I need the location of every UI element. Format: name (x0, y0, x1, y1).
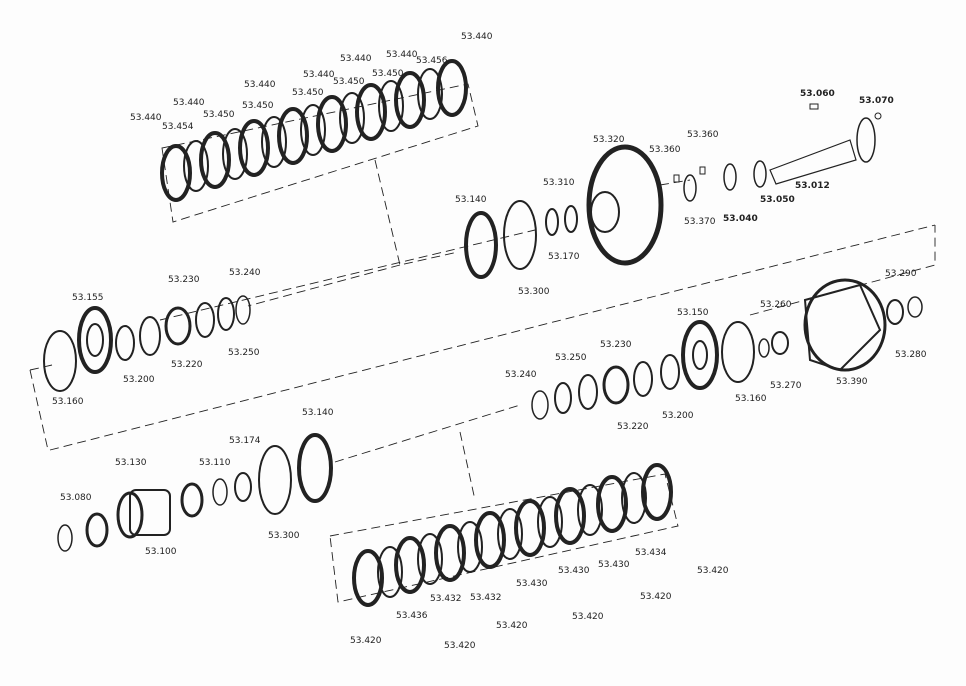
label-53-230-b: 53.230 (600, 340, 632, 350)
label-53-450-c: 53.450 (292, 88, 324, 98)
label-53-155: 53.155 (72, 293, 104, 303)
label-53-160-a: 53.160 (52, 397, 84, 407)
label-53-220-a: 53.220 (171, 360, 203, 370)
label-53-310: 53.310 (543, 178, 575, 188)
label-53-060: 53.060 (800, 89, 835, 99)
label-53-260: 53.260 (760, 300, 792, 310)
label-53-430-b: 53.430 (558, 566, 590, 576)
label-53-140-a: 53.140 (455, 195, 487, 205)
label-53-436: 53.436 (396, 611, 428, 621)
label-53-432-b: 53.432 (470, 593, 502, 603)
label-53-456: 53.456 (416, 56, 448, 66)
label-53-440-d: 53.440 (303, 70, 335, 80)
label-53-100: 53.100 (145, 547, 177, 557)
left-middle-group (43, 295, 251, 392)
label-53-320: 53.320 (593, 135, 625, 145)
label-53-250-a: 53.250 (228, 348, 260, 358)
bottom-clutch-pack (352, 463, 673, 607)
part-labels: 53.440 53.440 53.440 53.440 53.440 53.44… (52, 32, 927, 651)
label-53-160-b: 53.160 (735, 394, 767, 404)
label-53-420-d: 53.420 (572, 612, 604, 622)
label-53-270: 53.270 (770, 381, 802, 391)
label-53-454: 53.454 (162, 122, 194, 132)
label-53-420-f: 53.420 (697, 566, 729, 576)
label-53-420-a: 53.420 (350, 636, 382, 646)
label-53-450-b: 53.450 (242, 101, 274, 111)
label-53-240-a: 53.240 (229, 268, 261, 278)
label-53-420-c: 53.420 (496, 621, 528, 631)
label-53-150: 53.150 (677, 308, 709, 318)
label-53-440-a: 53.440 (130, 113, 162, 123)
label-53-170: 53.170 (548, 252, 580, 262)
label-53-430-a: 53.430 (516, 579, 548, 589)
label-53-370: 53.370 (684, 217, 716, 227)
label-53-240-b: 53.240 (505, 370, 537, 380)
label-53-280: 53.280 (895, 350, 927, 360)
label-53-434: 53.434 (635, 548, 667, 558)
label-53-012: 53.012 (795, 181, 830, 191)
label-53-300-b: 53.300 (268, 531, 300, 541)
label-53-200-a: 53.200 (123, 375, 155, 385)
label-53-440-g: 53.440 (461, 32, 493, 42)
label-53-200-b: 53.200 (662, 411, 694, 421)
label-53-140-b: 53.140 (302, 408, 334, 418)
label-53-432-a: 53.432 (430, 594, 462, 604)
label-53-450-e: 53.450 (372, 69, 404, 79)
lower-left-group (57, 433, 333, 552)
label-53-360-a: 53.360 (649, 145, 681, 155)
label-53-390: 53.390 (836, 377, 868, 387)
right-middle-group (531, 278, 923, 420)
label-53-300-a: 53.300 (518, 287, 550, 297)
label-53-430-c: 53.430 (598, 560, 630, 570)
top-clutch-pack (160, 59, 468, 202)
label-53-360-b: 53.360 (687, 130, 719, 140)
label-53-174: 53.174 (229, 436, 261, 446)
label-53-450-a: 53.450 (203, 110, 235, 120)
label-53-420-b: 53.420 (444, 641, 476, 651)
label-53-080: 53.080 (60, 493, 92, 503)
label-53-440-e: 53.440 (340, 54, 372, 64)
label-53-440-c: 53.440 (244, 80, 276, 90)
label-53-250-b: 53.250 (555, 353, 587, 363)
label-53-110: 53.110 (199, 458, 231, 468)
label-53-290: 53.290 (885, 269, 917, 279)
label-53-070: 53.070 (859, 96, 894, 106)
label-53-230-a: 53.230 (168, 275, 200, 285)
label-53-450-d: 53.450 (333, 77, 365, 87)
label-53-220-b: 53.220 (617, 422, 649, 432)
gear-group-upper (464, 144, 664, 279)
label-53-440-b: 53.440 (173, 98, 205, 108)
label-53-420-e: 53.420 (640, 592, 672, 602)
output-shaft (673, 103, 882, 202)
label-53-040: 53.040 (723, 214, 758, 224)
label-53-050: 53.050 (760, 195, 795, 205)
label-53-440-f: 53.440 (386, 50, 418, 60)
assembly-lines (29, 83, 936, 603)
label-53-130: 53.130 (115, 458, 147, 468)
